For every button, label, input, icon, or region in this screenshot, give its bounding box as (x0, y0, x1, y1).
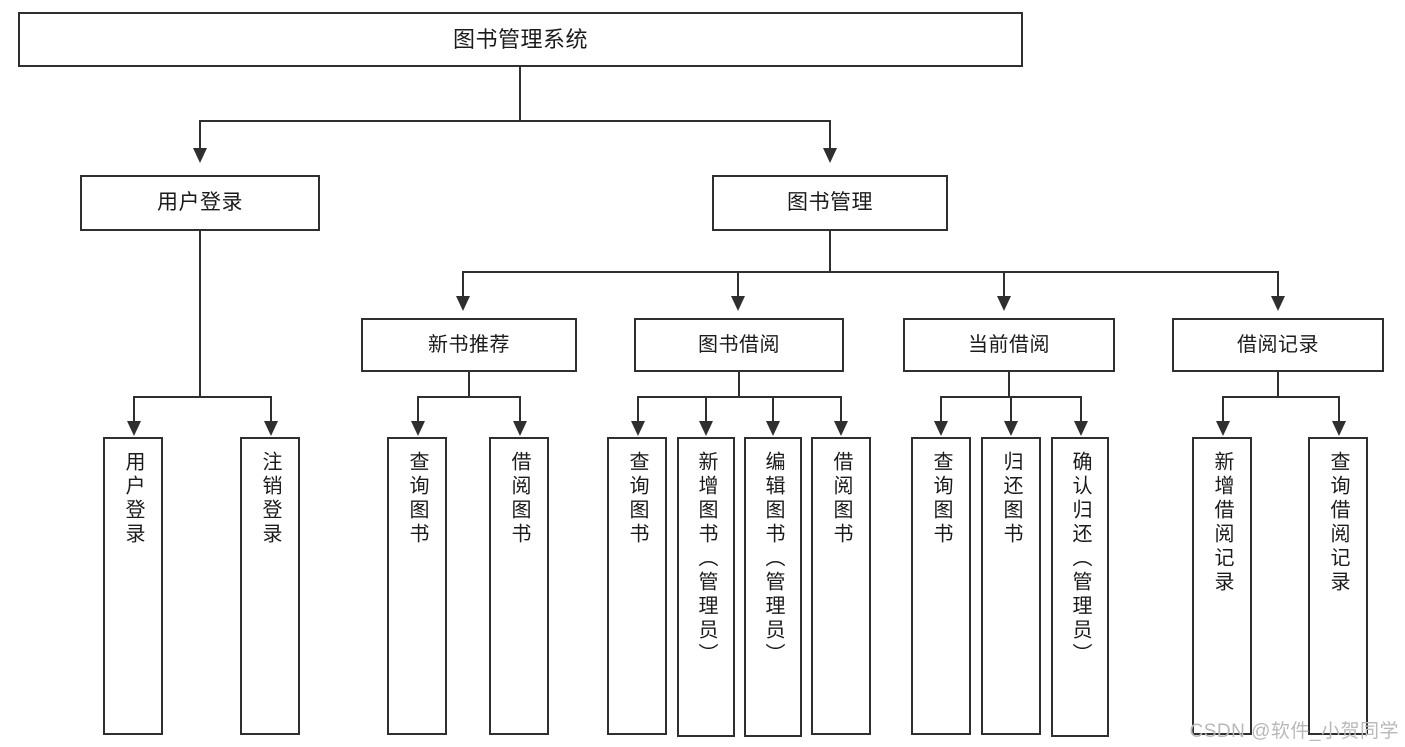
connector-nbr-drop-2 (519, 396, 521, 422)
leaf-label: 归还图书 (1000, 451, 1022, 547)
connector-bb-drop-3 (772, 396, 774, 422)
leaf-bb-edit-book[interactable]: 编辑图书（管理员） (744, 437, 802, 737)
leaf-nbr-query-book[interactable]: 查询图书 (387, 437, 447, 735)
arrow-to-borrow-record (1271, 296, 1285, 311)
leaf-cb-return-book[interactable]: 归还图书 (981, 437, 1041, 735)
connector-br-bus (1222, 396, 1340, 398)
connector-nbr-drop-1 (417, 396, 419, 422)
leaf-cb-confirm-return[interactable]: 确认归还（管理员） (1051, 437, 1109, 737)
node-label: 图书管理系统 (452, 26, 588, 52)
node-book-management-system[interactable]: 图书管理系统 (18, 12, 1023, 67)
connector-bm-drop-2 (737, 271, 739, 297)
node-book-management[interactable]: 图书管理 (712, 175, 948, 231)
arrow-to-leaf-nbr-borrow-book (513, 421, 527, 436)
leaf-br-add-record[interactable]: 新增借阅记录 (1192, 437, 1252, 735)
connector-cb-drop-3 (1080, 396, 1082, 422)
arrow-to-leaf-nbr-query-book (411, 421, 425, 436)
connector-bb-drop-1 (637, 396, 639, 422)
arrow-to-user-login (193, 148, 207, 163)
arrow-to-leaf-cb-query-book (934, 421, 948, 436)
connector-user-login-stem (199, 231, 201, 396)
leaf-label: 用户登录 (122, 451, 144, 547)
leaf-logout[interactable]: 注销登录 (240, 437, 300, 735)
arrow-to-book-management (823, 148, 837, 163)
leaf-label: 查询图书 (406, 451, 428, 547)
connector-br-drop-2 (1338, 396, 1340, 422)
connector-cb-drop-1 (940, 396, 942, 422)
arrow-to-leaf-user-login (127, 421, 141, 436)
connector-nbr-bus (417, 396, 521, 398)
arrow-to-leaf-bb-query-book (631, 421, 645, 436)
connector-br-drop-1 (1222, 396, 1224, 422)
connector-book-management-stem (829, 231, 831, 271)
connector-bm-drop-1 (462, 271, 464, 297)
connector-nbr-stem (468, 372, 470, 396)
connector-bb-bus (637, 396, 840, 398)
arrow-to-book-borrow (731, 296, 745, 311)
leaf-label: 查询图书 (930, 451, 952, 547)
arrow-to-leaf-cb-return-book (1004, 421, 1018, 436)
leaf-user-login[interactable]: 用户登录 (103, 437, 163, 735)
arrow-to-leaf-cb-confirm-return (1074, 421, 1088, 436)
connector-bb-drop-4 (840, 396, 842, 422)
connector-cb-stem (1008, 372, 1010, 396)
arrow-to-leaf-br-query-record (1332, 421, 1346, 436)
leaf-label: 查询借阅记录 (1327, 451, 1349, 595)
connector-bb-drop-2 (705, 396, 707, 422)
arrow-to-current-borrow (997, 296, 1011, 311)
leaf-label: 新增图书（管理员） (695, 451, 717, 667)
connector-root-bus (199, 120, 831, 122)
leaf-bb-query-book[interactable]: 查询图书 (607, 437, 667, 735)
arrow-to-leaf-bb-add-book (699, 421, 713, 436)
arrow-to-leaf-logout (264, 421, 278, 436)
connector-user-login-bus (133, 396, 272, 398)
connector-bb-stem (738, 372, 740, 396)
node-label: 图书管理 (787, 190, 873, 214)
connector-bm-drop-4 (1277, 271, 1279, 297)
leaf-cb-query-book[interactable]: 查询图书 (911, 437, 971, 735)
connector-cb-drop-2 (1010, 396, 1012, 422)
node-current-borrow[interactable]: 当前借阅 (903, 318, 1115, 372)
leaf-bb-borrow-book[interactable]: 借阅图书 (811, 437, 871, 735)
leaf-label: 借阅图书 (830, 451, 852, 547)
arrow-to-leaf-bb-borrow-book (834, 421, 848, 436)
leaf-label: 查询图书 (626, 451, 648, 547)
arrow-to-leaf-br-add-record (1216, 421, 1230, 436)
node-label: 当前借阅 (968, 333, 1050, 356)
connector-root-stem (519, 67, 521, 120)
node-label: 借阅记录 (1237, 333, 1319, 356)
connector-user-login-drop-2 (270, 396, 272, 422)
node-borrow-record[interactable]: 借阅记录 (1172, 318, 1384, 372)
arrow-to-leaf-bb-edit-book (766, 421, 780, 436)
node-label: 新书推荐 (428, 333, 510, 356)
leaf-label: 新增借阅记录 (1211, 451, 1233, 595)
leaf-label: 注销登录 (259, 451, 281, 547)
leaf-label: 借阅图书 (508, 451, 530, 547)
node-label: 图书借阅 (698, 333, 780, 356)
leaf-nbr-borrow-book[interactable]: 借阅图书 (489, 437, 549, 735)
node-book-borrow[interactable]: 图书借阅 (634, 318, 844, 372)
node-user-login[interactable]: 用户登录 (80, 175, 320, 231)
leaf-label: 编辑图书（管理员） (762, 451, 784, 667)
node-label: 用户登录 (157, 190, 243, 214)
connector-root-drop-2 (829, 120, 831, 148)
connector-book-management-bus (462, 271, 1279, 273)
leaf-br-query-record[interactable]: 查询借阅记录 (1308, 437, 1368, 735)
connector-user-login-drop-1 (133, 396, 135, 422)
connector-root-drop-1 (199, 120, 201, 148)
node-new-book-recommend[interactable]: 新书推荐 (361, 318, 577, 372)
connector-br-stem (1277, 372, 1279, 396)
leaf-label: 确认归还（管理员） (1069, 451, 1091, 667)
connector-bm-drop-3 (1003, 271, 1005, 297)
arrow-to-new-book-recommend (456, 296, 470, 311)
leaf-bb-add-book[interactable]: 新增图书（管理员） (677, 437, 735, 737)
